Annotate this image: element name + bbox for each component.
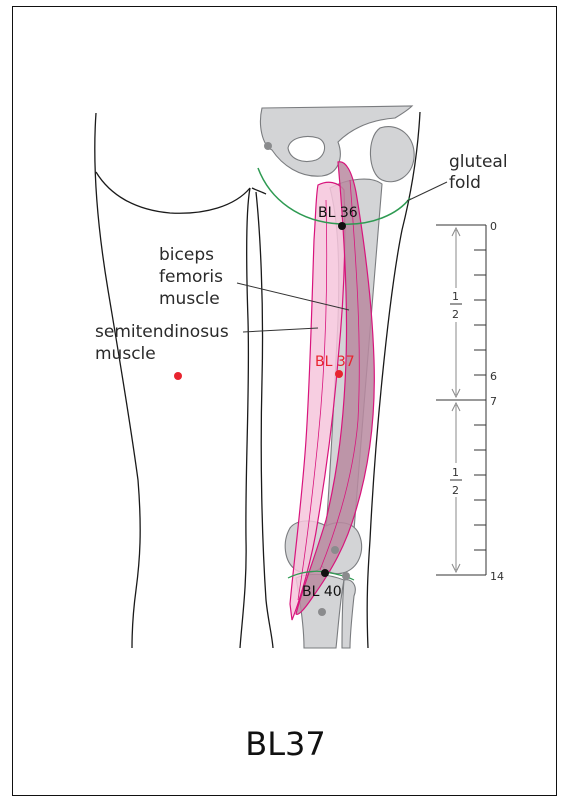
left-leg-inner-contour (240, 188, 250, 648)
semitendinosus-label-line1: semitendinosus (95, 322, 229, 342)
bl37-label: BL 37 (315, 354, 355, 370)
left-leg-outer-contour (95, 113, 140, 648)
right-leg-inner-contour (256, 192, 273, 648)
scale-tick-14: 14 (490, 570, 504, 583)
semitendinosus-label: semitendinosus muscle (95, 322, 318, 364)
measurement-scale (436, 225, 486, 575)
minor-point (318, 608, 326, 616)
bl37-point (335, 370, 343, 378)
lower-fraction-numerator: 1 (452, 466, 459, 479)
femoral-head (370, 127, 414, 182)
gluteal-fold-label-line1: gluteal (449, 152, 508, 172)
gluteal-fold-leader (407, 182, 447, 201)
scale-tick-0: 0 (490, 220, 497, 233)
buttock-curve (96, 172, 250, 213)
bl40-point (321, 569, 329, 577)
biceps-femoris-label-line1: biceps (159, 245, 214, 265)
minor-point (331, 546, 339, 554)
biceps-femoris-label-line2: femoris (159, 267, 223, 287)
gluteal-fold-label-line2: fold (449, 173, 481, 193)
semitendinosus-label-line2: muscle (95, 344, 156, 364)
scale-tick-6: 6 (490, 370, 497, 383)
figure-title: BL37 (0, 725, 571, 763)
obturator-opening (288, 136, 325, 161)
upper-fraction-numerator: 1 (452, 290, 459, 303)
bl36-point (338, 222, 346, 230)
semitendinosus-leader (243, 328, 318, 332)
bl36-label: BL 36 (318, 205, 358, 221)
bl40-label: BL 40 (302, 584, 342, 600)
minor-point (342, 572, 350, 580)
fibula (342, 580, 355, 648)
lower-fraction-denominator: 2 (452, 484, 459, 497)
scale-tick-7: 7 (490, 395, 497, 408)
gluteal-fold-label: gluteal fold (407, 152, 508, 201)
upper-fraction-denominator: 2 (452, 308, 459, 321)
biceps-femoris-label-line3: muscle (159, 289, 220, 309)
lateral-reference-point (174, 372, 182, 380)
crotch-line (252, 188, 266, 194)
minor-point (264, 142, 272, 150)
